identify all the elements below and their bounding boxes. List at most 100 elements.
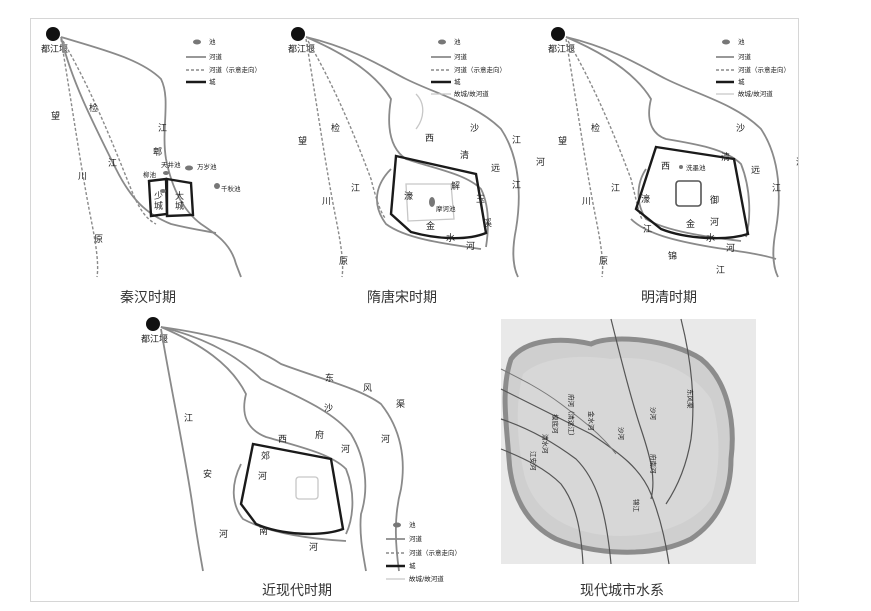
- qingyuan-river: [565, 36, 751, 238]
- label-xi: 西: [278, 434, 287, 445]
- weir-marker: [46, 27, 60, 41]
- weir-label: 都江堰: [548, 44, 575, 55]
- dongfeng-canal-modern: [665, 318, 694, 505]
- legend-pond-icon: [438, 39, 446, 45]
- panel-jinxiandai: 都江堰 江 安 河 东 风 渠 沙 河 西 府 河 郊 河 南 河 池 河道 河…: [141, 317, 461, 599]
- label-pi: 郫: [153, 146, 162, 158]
- label-shui: 水: [446, 232, 455, 244]
- label-moha: 摩诃池: [436, 204, 456, 213]
- label-liuchi: 柳池: [143, 170, 157, 179]
- wangchuan-river: [60, 38, 99, 278]
- jin-river: [630, 218, 777, 260]
- label-wansui: 万岁池: [197, 162, 217, 171]
- weir-label: 都江堰: [41, 44, 68, 55]
- panel-mingqing: 都江堰 检 望 江 川 原 沙 河 西 清 远 江 濠 御 河 金 水 河 江 …: [548, 27, 805, 306]
- dacheng-wall: [165, 177, 195, 218]
- label-he5: 河: [309, 541, 318, 553]
- dongfeng-river: [160, 326, 404, 572]
- sha-river-modern: [610, 318, 654, 500]
- jinshui-river: [637, 168, 742, 242]
- legend-river-dashed: 河道（示意走向）: [209, 65, 261, 74]
- panel-qinhan: 都江堰 郫 江 望 检 江 川 原 天井池 万岁池 柳池 千秋池 少 城 大 城…: [41, 27, 261, 306]
- figure-canvas: 都江堰 郫 江 望 检 江 川 原 天井池 万岁池 柳池 千秋池 少 城 大 城…: [41, 27, 805, 599]
- label-sha: 沙: [324, 403, 333, 414]
- label-h: 沙河: [649, 407, 657, 421]
- weir-marker: [291, 27, 305, 41]
- label-jiao: 郊: [261, 450, 270, 462]
- label-b: 沙河: [617, 427, 625, 441]
- weir-label: 都江堰: [288, 44, 315, 55]
- label-xi2: 溪: [483, 217, 492, 229]
- urban-area: [517, 356, 719, 536]
- weir-marker: [146, 317, 160, 331]
- label-jiang: 江: [351, 183, 360, 194]
- legend-old: 故城/故河道: [409, 574, 444, 583]
- wansui-pond: [185, 165, 193, 171]
- tianjing-pond: [163, 171, 169, 175]
- label-yuan: 原: [339, 256, 348, 267]
- label-wang: 望: [51, 110, 60, 122]
- city-wall: [239, 442, 345, 536]
- label-xi: 西: [661, 161, 670, 172]
- legend-river-dashed: 河道（示意走向）: [454, 65, 506, 74]
- jian-river: [567, 40, 643, 220]
- legend-wall: 城: [738, 78, 745, 86]
- label-shaocheng: 少: [154, 191, 163, 202]
- jin-river-modern: [500, 418, 612, 565]
- qianqiu-pond: [214, 183, 220, 189]
- label-yu: 御: [710, 194, 719, 206]
- label-xiyan: 洗墨池: [686, 163, 706, 172]
- label-chuan: 川: [322, 197, 331, 207]
- imperial-city: [675, 180, 702, 207]
- label-jin: 金: [426, 220, 435, 232]
- legend-river: 河道: [454, 52, 468, 61]
- weir-label: 都江堰: [141, 334, 168, 345]
- label-d: 摸底河: [551, 414, 560, 434]
- wangchuan-river: [565, 38, 604, 278]
- wangchuan-river: [305, 38, 344, 278]
- legend-river: 河道: [209, 52, 223, 61]
- label-qing: 清: [460, 149, 469, 161]
- label-he: 河: [796, 156, 798, 168]
- label-shaocheng-2: 城: [154, 201, 163, 212]
- label-jin2: 锦: [668, 250, 677, 262]
- label-yu: 玉: [476, 194, 485, 205]
- old-city: [405, 183, 455, 222]
- sha-river: [305, 36, 520, 278]
- label-he3: 河: [341, 443, 350, 455]
- label-pijiang: 江: [158, 123, 167, 134]
- label-xi: 西: [425, 133, 434, 144]
- fu-river: [160, 326, 354, 535]
- qingshui-river-modern: [500, 448, 584, 565]
- legend-pond: 池: [209, 37, 216, 46]
- label-he: 河: [219, 528, 228, 540]
- label-e: 清水河: [541, 434, 550, 454]
- old-river: [415, 93, 424, 130]
- label-jiang: 江: [184, 413, 193, 424]
- label-j: 府南河: [649, 454, 658, 474]
- label-yuan2: 远: [751, 165, 760, 176]
- label-yuan: 原: [94, 234, 103, 245]
- label-jian: 检: [331, 122, 340, 134]
- label-c: 金水河: [587, 411, 596, 431]
- label-f: 江安河: [529, 451, 538, 471]
- figure-frame: 都江堰 郫 江 望 检 江 川 原 天井池 万岁池 柳池 千秋池 少 城 大 城…: [30, 18, 805, 602]
- label-jie: 解: [451, 180, 460, 192]
- label-nan: 南: [259, 525, 268, 537]
- moha-pond: [429, 197, 435, 207]
- legend-river-dashed: 河道（示意走向）: [738, 65, 790, 74]
- label-jin: 金: [686, 218, 695, 230]
- legend-pond-icon: [393, 522, 401, 528]
- legend-pond-icon: [193, 39, 201, 45]
- legend-river: 河道: [409, 534, 423, 543]
- caption-jinxiandai: 近现代时期: [262, 583, 332, 599]
- legend-river: 河道: [738, 52, 752, 61]
- label-jiang5: 江: [643, 224, 652, 235]
- label-dong: 东: [325, 372, 334, 384]
- fu-river-modern: [500, 388, 670, 565]
- label-jian: 检: [591, 122, 600, 134]
- nan-river: [232, 463, 347, 542]
- city-wall: [389, 154, 488, 240]
- legend-pond: 池: [454, 37, 461, 46]
- label-he2: 河: [381, 433, 390, 445]
